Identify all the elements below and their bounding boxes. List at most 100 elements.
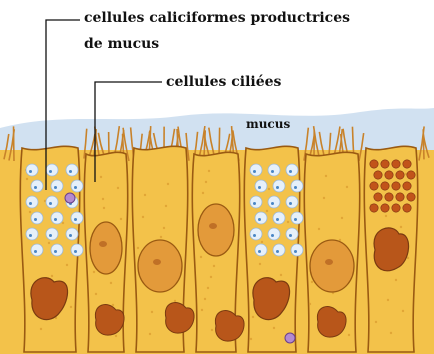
mucus-droplet (51, 180, 63, 192)
secretory-granule (385, 171, 393, 179)
mucus-droplet (291, 180, 303, 192)
mucus-droplet-core (294, 186, 297, 189)
cell-granule (261, 241, 263, 243)
cell-granule (51, 275, 53, 277)
mucus-droplet-core (253, 234, 256, 237)
cell-granule (110, 282, 112, 284)
secretory-granule (370, 204, 378, 212)
cell-granule (387, 299, 389, 301)
secretory-granule (392, 182, 400, 190)
cell-granule (93, 271, 95, 273)
cell-granule (142, 216, 144, 218)
cell-granule (202, 192, 204, 194)
secretory-granule (403, 204, 411, 212)
goblet-cell (364, 146, 417, 352)
secretory-granule (407, 171, 415, 179)
mucus-droplet (71, 180, 83, 192)
cell-granule (117, 187, 119, 189)
mucus-layer (0, 108, 434, 152)
mucus-droplet (255, 180, 267, 192)
cell-granule (205, 181, 207, 183)
mucus-droplet-core (74, 250, 77, 253)
mucus-droplet (51, 212, 63, 224)
cell-granule (201, 309, 203, 311)
cell-granule (48, 242, 50, 244)
mucus-droplet-core (258, 186, 261, 189)
cell-granule (318, 228, 320, 230)
mucus-droplet-core (258, 250, 261, 253)
nucleus (138, 240, 182, 292)
secretory-granule (396, 193, 404, 201)
cell-granule (210, 276, 212, 278)
cell-granule (311, 281, 313, 283)
mucus-droplet-core (289, 234, 292, 237)
cell-granule (167, 183, 169, 185)
mucus-droplet-core (271, 234, 274, 237)
mucus-droplet-core (74, 218, 77, 221)
nucleolus (99, 241, 107, 247)
cell-granule (163, 227, 165, 229)
secretory-granule (374, 171, 382, 179)
mucus-droplet (250, 196, 262, 208)
mucus-droplet-core (29, 202, 32, 205)
mucus-droplet (291, 212, 303, 224)
mucus-droplet (255, 212, 267, 224)
mucus-droplet-core (74, 186, 77, 189)
cell-granule (266, 210, 268, 212)
cell-granule (273, 327, 275, 329)
mucus-droplet-core (29, 170, 32, 173)
cell-granule (115, 335, 117, 337)
mucus-droplet-core (49, 234, 52, 237)
cell-granule (402, 310, 404, 312)
cell-granule (70, 306, 72, 308)
secretory-granule (381, 182, 389, 190)
mucus-droplet-core (258, 218, 261, 221)
cell-granule (208, 170, 210, 172)
mucus-droplet (26, 164, 38, 176)
mucus-droplet-core (271, 170, 274, 173)
secretory-granule (370, 182, 378, 190)
mucus-droplet-core (289, 170, 292, 173)
mucus-droplet-core (276, 218, 279, 221)
cell-granule (26, 178, 28, 180)
cell-granule (151, 311, 153, 313)
ciliated-cells-label: cellules ciliées (166, 74, 281, 90)
mucus-droplet (71, 212, 83, 224)
mucus-droplet (268, 196, 280, 208)
nucleus (198, 204, 234, 256)
mucus-droplet (46, 228, 58, 240)
cell-granule (341, 217, 343, 219)
cell-granule (213, 265, 215, 267)
cell-granule (95, 293, 97, 295)
mucus-droplet (31, 180, 43, 192)
cell-granule (66, 264, 68, 266)
secretory-granule (396, 171, 404, 179)
mucus-droplet-core (289, 202, 292, 205)
secretory-granule (374, 193, 382, 201)
mucus-droplet (31, 212, 43, 224)
cell-granule (62, 222, 64, 224)
mucus-droplet (286, 196, 298, 208)
mucus-droplet (66, 164, 78, 176)
mucus-droplet (51, 244, 63, 256)
cilium (423, 129, 424, 159)
cell-granule (165, 205, 167, 207)
cell-granule (375, 321, 377, 323)
nucleus (310, 240, 354, 292)
cell-granule (103, 207, 105, 209)
cell-granule (346, 186, 348, 188)
cell-granule (174, 300, 176, 302)
nucleolus (209, 223, 217, 229)
mucus-droplet (273, 212, 285, 224)
purple-granule (285, 333, 295, 343)
cell-granule (100, 176, 102, 178)
mucus-droplet-core (49, 202, 52, 205)
mucus-droplet (71, 244, 83, 256)
mucus-droplet (31, 244, 43, 256)
mucus-droplet-core (34, 218, 37, 221)
mucus-droplet (291, 244, 303, 256)
cell-granule (309, 303, 311, 305)
cell-granule (40, 328, 42, 330)
nucleolus (325, 259, 333, 265)
mucus-droplet (26, 196, 38, 208)
